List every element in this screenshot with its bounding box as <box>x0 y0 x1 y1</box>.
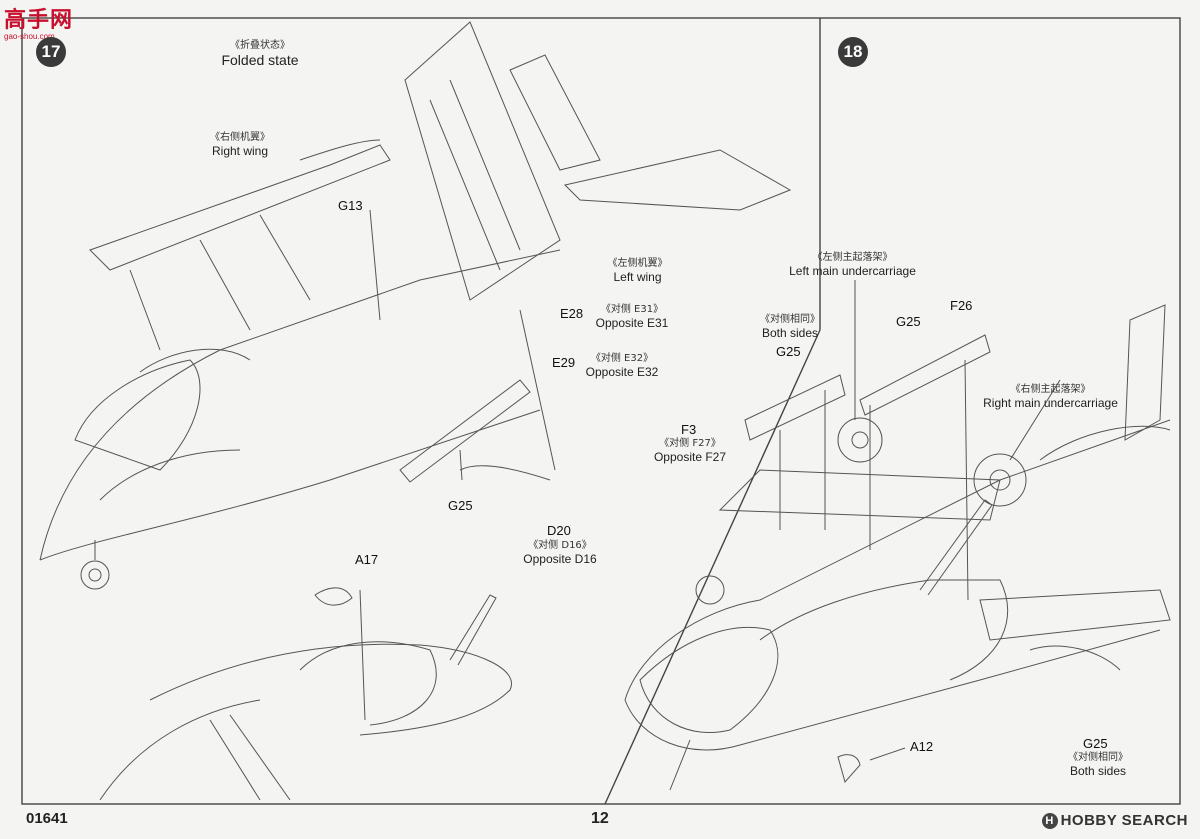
f3-opposite: 《对侧 F27》 Opposite F27 <box>650 438 730 464</box>
left-main-undercarriage-cn: 《左侧主起落架》 <box>812 252 893 263</box>
part-g13: G13 <box>338 198 363 213</box>
both-sides-bottom-cn: 《对侧相同》 <box>1068 752 1128 763</box>
left-wing-label: 《左侧机翼》 Left wing <box>600 258 675 284</box>
both-sides-bottom-en: Both sides <box>1069 764 1127 778</box>
part-a17: A17 <box>355 552 379 567</box>
right-main-undercarriage-label: 《右侧主起落架》 Right main undercarriage <box>978 384 1123 410</box>
d20-opposite: 《对侧 D16》 Opposite D16 <box>520 540 600 566</box>
folded-state-label: 《折叠状态》 Folded state <box>200 40 320 69</box>
watermark-brand: 高手网 <box>4 8 74 33</box>
watermark-logo: 高手网 gao-shou.com <box>4 2 78 41</box>
folded-state-en: Folded state <box>221 52 299 68</box>
part-d20: D20 <box>547 523 571 538</box>
watermark-domain: gao-shou.com <box>4 32 55 41</box>
e28-opposite-en: Opposite E31 <box>595 316 669 330</box>
e28-opposite: 《对侧 E31》 Opposite E31 <box>582 304 682 330</box>
folded-state-cn: 《折叠状态》 <box>230 40 290 51</box>
part-a12: A12 <box>910 739 934 754</box>
step-17-badge: 17 <box>36 37 66 67</box>
left-main-undercarriage-en: Left main undercarriage <box>789 264 916 278</box>
right-wing-cn: 《右侧机翼》 <box>210 132 270 143</box>
e29-opposite-en: Opposite E32 <box>585 365 659 379</box>
kit-code: 01641 <box>26 810 68 827</box>
hobby-search-text: HOBBY SEARCH <box>1060 812 1188 829</box>
right-wing-label: 《右侧机翼》 Right wing <box>190 132 290 158</box>
page-number: 12 <box>591 810 609 827</box>
d20-opposite-cn: 《对侧 D16》 <box>528 540 592 551</box>
hobby-search-icon: H <box>1041 813 1058 829</box>
left-wing-en: Left wing <box>613 270 662 284</box>
f3-opposite-cn: 《对侧 F27》 <box>659 438 721 449</box>
e29-opposite-cn: 《对侧 E32》 <box>590 353 654 364</box>
right-main-undercarriage-cn: 《右侧主起落架》 <box>1010 384 1091 395</box>
right-main-undercarriage-en: Right main undercarriage <box>983 396 1118 410</box>
part-g25-bottom: G25 <box>1083 736 1108 751</box>
both-sides-en: Both sides <box>761 326 819 340</box>
both-sides-bottom-label: 《对侧相同》 Both sides <box>1066 752 1130 778</box>
both-sides-cn: 《对侧相同》 <box>760 314 820 325</box>
left-main-undercarriage-label: 《左侧主起落架》 Left main undercarriage <box>785 252 920 278</box>
part-e29: E29 <box>552 355 576 370</box>
part-f26: F26 <box>950 298 973 313</box>
part-f3: F3 <box>681 422 697 437</box>
both-sides-label: 《对侧相同》 Both sides <box>755 314 825 340</box>
part-g25-step17: G25 <box>448 498 473 513</box>
part-g25-right: G25 <box>896 314 921 329</box>
step-18-badge: 18 <box>838 37 868 67</box>
right-wing-en: Right wing <box>211 144 269 158</box>
e28-opposite-cn: 《对侧 E31》 <box>600 304 664 315</box>
e29-opposite: 《对侧 E32》 Opposite E32 <box>572 353 672 379</box>
left-wing-cn: 《左侧机翼》 <box>607 258 668 269</box>
part-e28: E28 <box>560 306 584 321</box>
f3-opposite-en: Opposite F27 <box>653 450 727 464</box>
part-g25-left: G25 <box>776 344 801 359</box>
d20-opposite-en: Opposite D16 <box>523 552 597 566</box>
